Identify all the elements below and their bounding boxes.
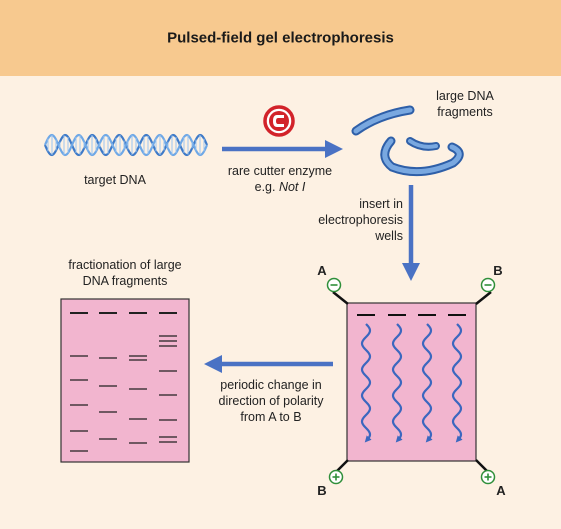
gel-bands	[70, 312, 177, 452]
label-insert-line3: wells	[375, 229, 403, 243]
label-insert: insert in electrophoresis wells	[293, 196, 403, 244]
migration-path	[421, 323, 433, 443]
diagram-title: Pulsed-field gel electrophoresis	[167, 29, 394, 47]
label-fragments-line2: fragments	[437, 105, 493, 119]
electrode-bottom-left	[328, 459, 349, 485]
electrode-label-top-right: B	[493, 263, 503, 278]
label-enzyme-line2: e.g. Not I	[210, 179, 350, 195]
label-polarity: periodic change in direction of polarity…	[198, 377, 344, 425]
label-insert-line2: electrophoresis	[318, 213, 403, 227]
label-insert-line1: insert in	[359, 197, 403, 211]
label-enzyme-eg: e.g.	[254, 180, 279, 194]
label-enzyme-name: Not I	[278, 180, 306, 194]
label-polarity-line3: from A to B	[240, 410, 302, 424]
migration-path	[391, 323, 403, 443]
migration-paths	[360, 323, 463, 443]
label-fragments-line1: large DNA	[436, 89, 494, 103]
label-fractionation-line2: DNA fragments	[82, 274, 168, 288]
electrode-bottom-right	[475, 459, 496, 485]
label-enzyme: rare cutter enzyme e.g. Not I	[210, 163, 350, 195]
label-fragments: large DNA fragments	[420, 88, 510, 120]
running-gel	[346, 302, 477, 462]
label-fractionation-line1: fractionation of large	[68, 258, 182, 272]
dna-helix	[43, 133, 209, 157]
electrode-top-right	[475, 277, 496, 305]
label-enzyme-line1: rare cutter enzyme	[227, 164, 333, 178]
label-fractionation: fractionation of large DNA fragments	[50, 257, 200, 289]
migration-path	[360, 323, 372, 443]
electrode-label-bottom-left: B	[317, 483, 327, 498]
enzyme-icon	[263, 105, 295, 137]
label-target-dna: target DNA	[84, 173, 146, 187]
migration-path	[451, 323, 463, 443]
electrode-top-left	[326, 277, 349, 305]
electrode-label-top-left: A	[317, 263, 327, 278]
dna-fragments-icon	[351, 105, 464, 177]
electrode-label-bottom-right: A	[496, 483, 506, 498]
title-banner: Pulsed-field gel electrophoresis	[0, 0, 561, 76]
label-polarity-line1: periodic change in	[220, 378, 322, 392]
label-polarity-line2: direction of polarity	[218, 394, 324, 408]
